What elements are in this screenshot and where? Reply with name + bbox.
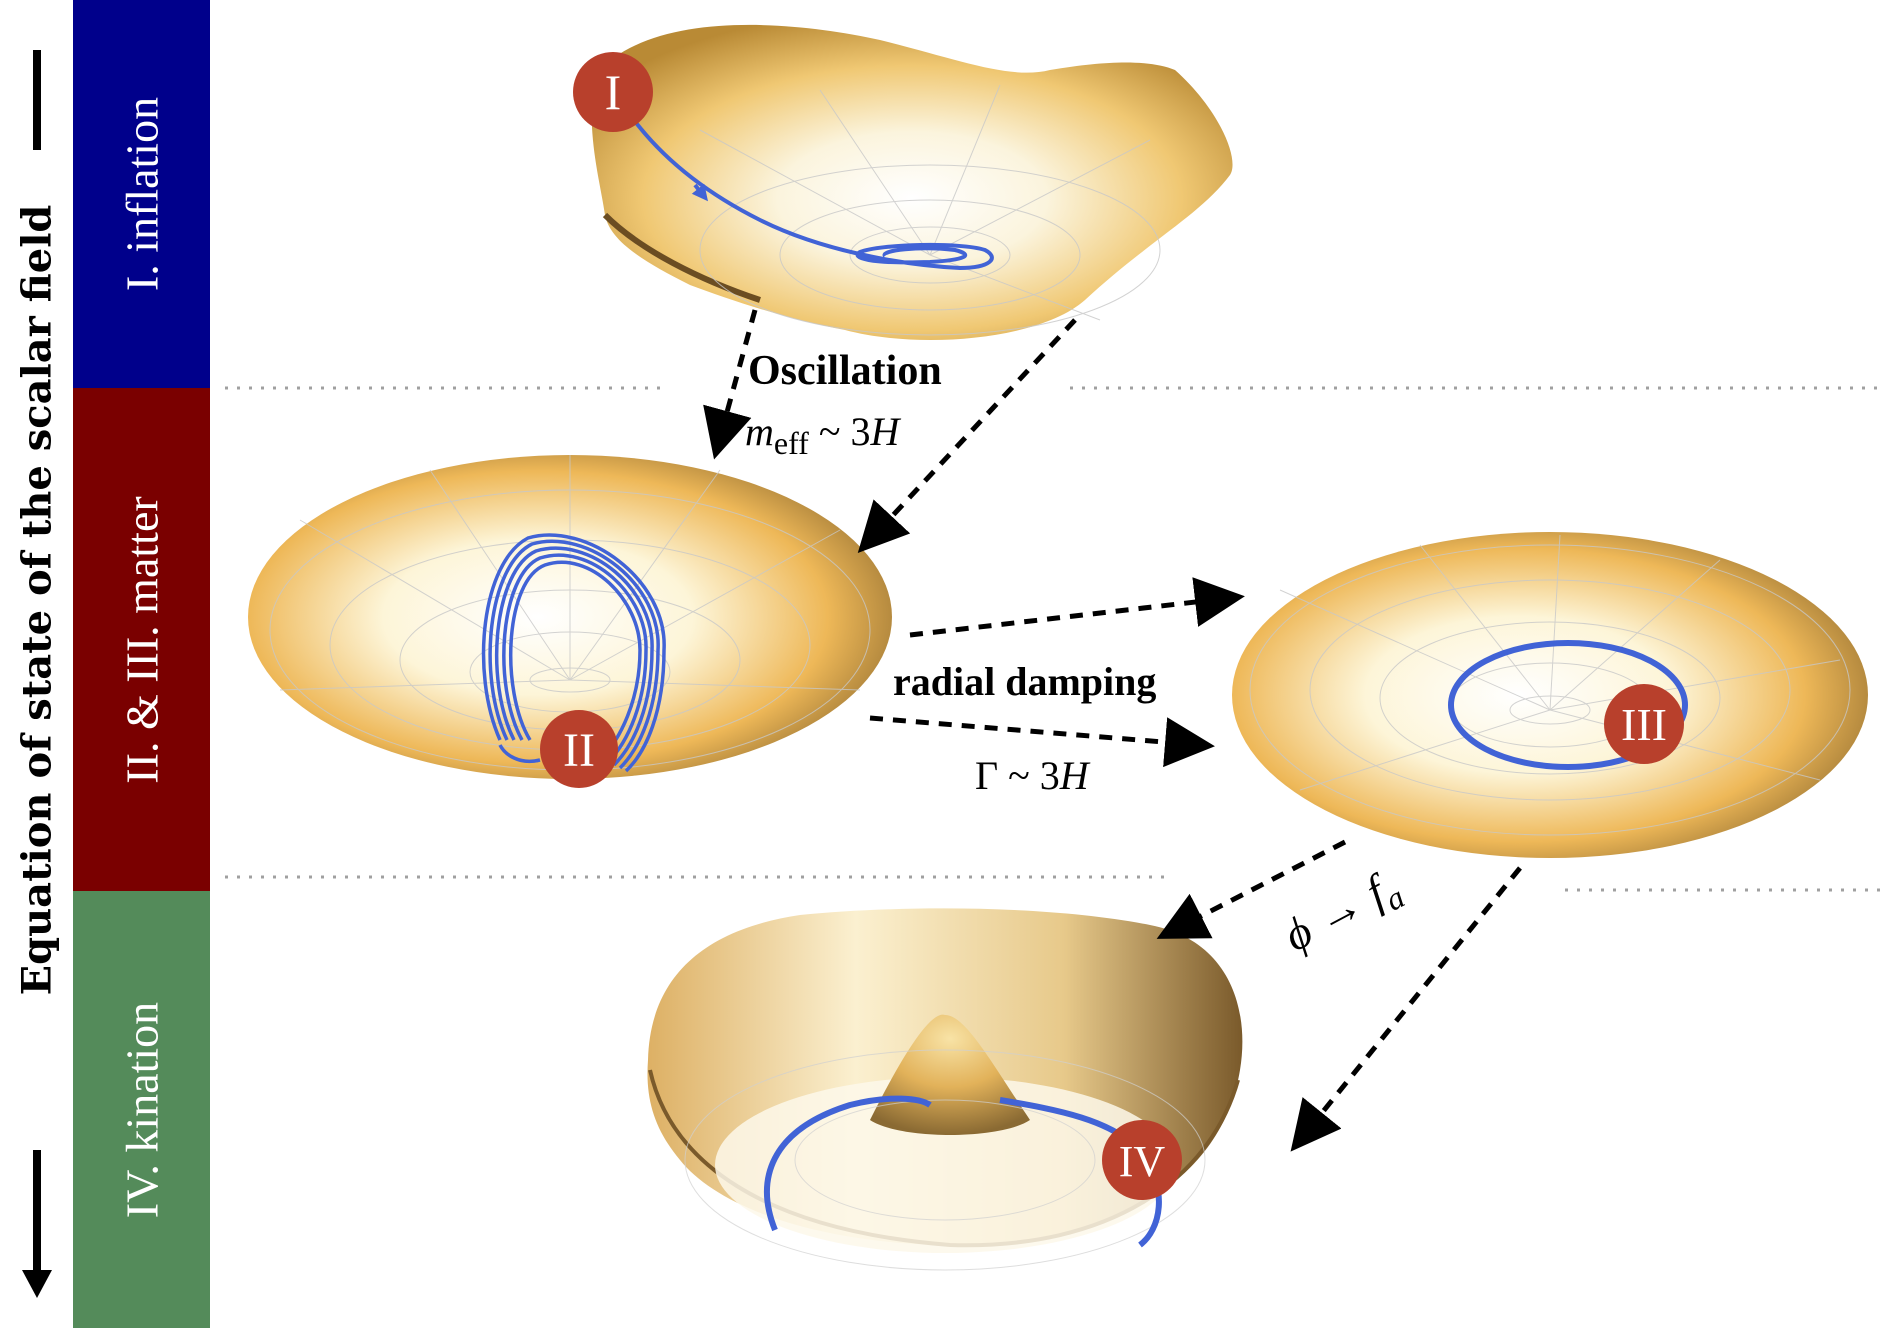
badge-IV: IV [1102,1120,1182,1200]
band-label-kination: IV. kination [116,1001,167,1218]
band-label-inflation: I. inflation [116,96,167,292]
badge-II: II [540,710,618,788]
svg-text:III: III [1621,699,1667,750]
band-label-matter: II. & III. matter [116,495,167,784]
badge-III: III [1604,684,1684,764]
band-matter: II. & III. matter [73,388,210,891]
svg-text:II: II [563,724,595,777]
band-kination: IV. kination [73,891,210,1328]
separator-lines [225,386,1885,892]
potential-surface-III [1232,532,1868,858]
svg-text:I: I [605,64,622,120]
damping-title: radial damping [893,659,1157,704]
trajectory-II [481,533,666,773]
potential-surface-I [591,24,1233,341]
potential-surface-II [248,455,892,779]
band-inflation: I. inflation [73,0,210,388]
axis-arrow [22,50,52,1298]
axis-label: Equation of state of the scalar field [13,204,61,996]
oscillation-condition: meff ~ 3H [745,409,900,461]
trajectory-I [615,93,994,271]
svg-text:IV: IV [1119,1137,1166,1186]
potential-surface-IV [647,908,1243,1271]
damping-condition: Γ ~ 3H [975,753,1089,798]
badge-I: I [573,52,653,132]
trajectory-III [1448,640,1688,770]
oscillation-title: Oscillation [748,348,942,394]
transition-arrows [703,309,1522,1152]
